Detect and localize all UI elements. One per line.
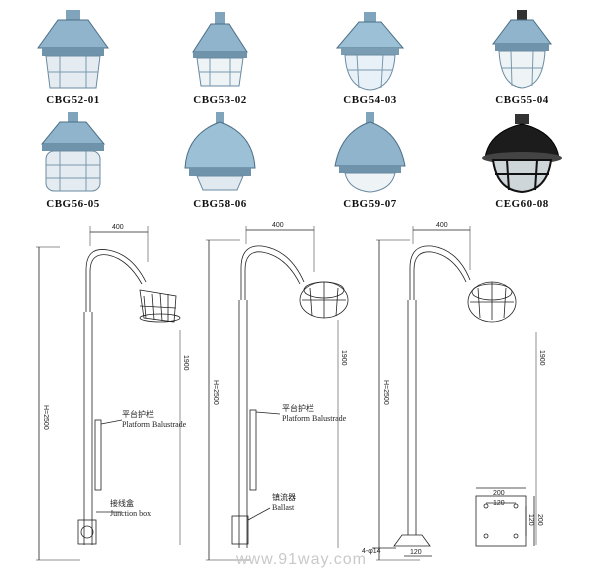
pole-drawing-3 — [372, 226, 537, 561]
product-cbg54-03: CBG54-03 — [310, 8, 430, 106]
product-cbg55-04: CBG55-04 — [462, 8, 582, 106]
product-code: CBG56-05 — [46, 198, 100, 210]
lamp-height-label: 1900 — [340, 350, 347, 366]
product-cbg56-05: CBG56-05 — [13, 110, 133, 210]
base-height-200-label: 200 — [536, 514, 543, 526]
product-ceg60-08: CEG60-08 — [462, 110, 582, 210]
product-cbg58-06: CBG58-06 — [160, 110, 280, 210]
ballast-en-label: Ballast — [272, 503, 295, 512]
product-cbg53-02: CBG53-02 — [160, 8, 280, 106]
platform-cn-label: 平台护栏 — [282, 403, 314, 413]
bolt-spec-label: 4-φ14 — [362, 548, 381, 555]
explosion-proof-lamp-icon — [37, 10, 109, 89]
pole-drawing-1 — [36, 226, 181, 561]
product-cbg52-01: CBG52-01 — [13, 8, 133, 106]
arm-width-label: 400 — [272, 222, 284, 229]
explosion-proof-lamp-icon — [184, 112, 256, 191]
arm-width-label: 400 — [436, 222, 448, 229]
explosion-proof-lamp-icon — [482, 114, 562, 194]
product-code: CBG53-02 — [193, 94, 247, 106]
product-code: CBG55-04 — [495, 94, 549, 106]
junction-en-label: Junction box — [110, 509, 151, 518]
ballast-cn-label: 镇流器 — [272, 492, 296, 502]
flange-width-label: 120 — [410, 549, 422, 556]
pole-height-label: H=2500 — [382, 380, 389, 405]
pole-height-label: H=2500 — [212, 380, 219, 405]
explosion-proof-lamp-icon — [40, 112, 106, 192]
product-code: CBG54-03 — [343, 94, 397, 106]
lamp-height-label: 1900 — [538, 350, 545, 366]
lamp-height-label: 1900 — [182, 355, 189, 371]
arm-width-label: 400 — [112, 224, 124, 231]
explosion-proof-lamp-icon — [334, 112, 406, 193]
product-code: CBG52-01 — [46, 94, 100, 106]
base-height-120-label: 120 — [527, 514, 534, 526]
platform-cn-label: 平台护栏 — [122, 409, 154, 419]
product-code: CEG60-08 — [495, 198, 549, 210]
explosion-proof-lamp-icon — [335, 12, 405, 91]
explosion-proof-lamp-icon — [192, 12, 248, 87]
junction-cn-label: 接线盒 — [110, 498, 134, 508]
product-code: CBG58-06 — [193, 198, 247, 210]
explosion-proof-lamp-icon — [492, 10, 552, 89]
watermark: www.91way.com — [236, 551, 367, 568]
base-width-120-label: 120 — [493, 500, 505, 507]
pole-drawing-2 — [206, 226, 349, 561]
base-width-200-label: 200 — [493, 490, 505, 497]
product-code: CBG59-07 — [343, 198, 397, 210]
platform-en-label: Platform Balustrade — [282, 414, 347, 423]
platform-en-label: Platform Balustrade — [122, 420, 187, 429]
pole-height-label: H=2500 — [42, 405, 49, 430]
product-cbg59-07: CBG59-07 — [310, 110, 430, 210]
